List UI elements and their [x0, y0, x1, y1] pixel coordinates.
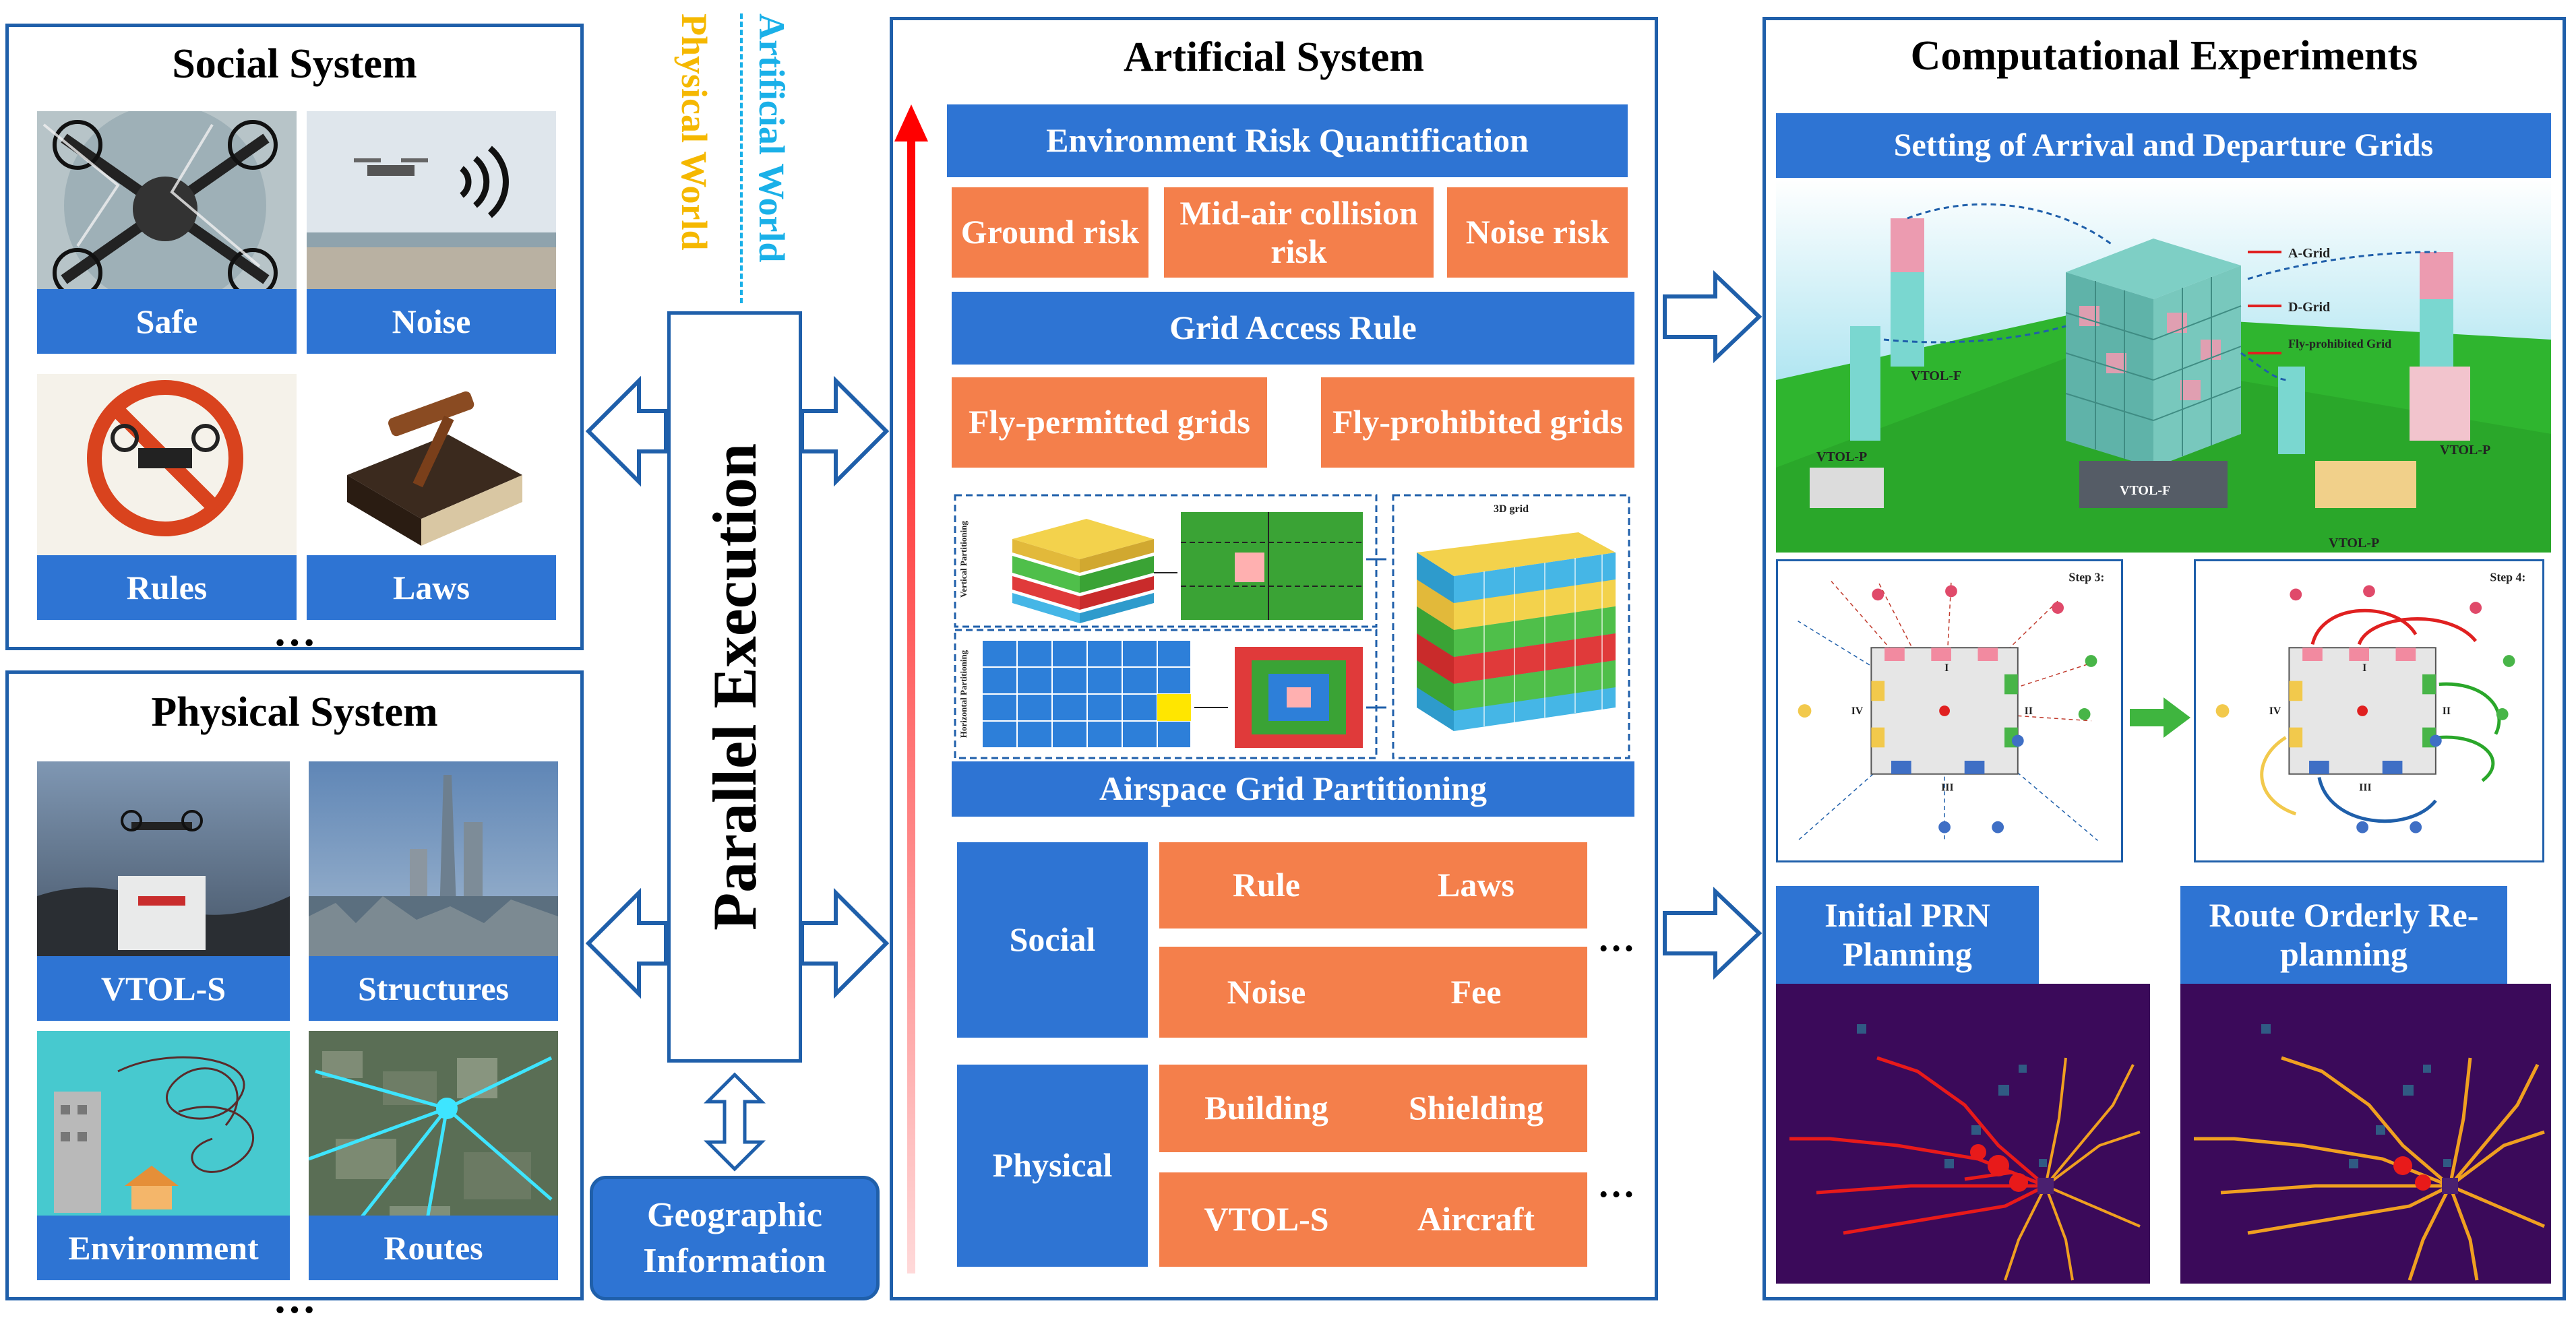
step-3-roman-i: I	[1944, 662, 1949, 674]
physical-ellipsis: …	[273, 1274, 316, 1322]
noise-risk-box: Noise risk	[1447, 187, 1628, 278]
step-4-roman-iii: III	[2359, 782, 2371, 793]
artificial-world-label: Artificial World	[752, 13, 792, 263]
grid-access-rule: Grid Access Rule	[952, 292, 1634, 365]
a-grid-label: A-Grid	[2288, 246, 2330, 261]
vtol-p-label-left: VTOL-P	[1816, 449, 1867, 464]
structures-caption: Structures	[309, 956, 558, 1021]
laws-image: Laws	[307, 374, 556, 620]
geographic-information-box: Geographic Information	[590, 1176, 880, 1300]
rules-caption: Rules	[37, 555, 297, 620]
step-transition-arrow	[2130, 697, 2190, 738]
structures-image: Structures	[309, 761, 558, 1021]
physical-building-box: Building	[1159, 1065, 1374, 1152]
initial-prn-planning-map	[1776, 984, 2150, 1284]
artificial-system-title: Artificial System	[1124, 34, 1424, 80]
ground-risk-box: Ground risk	[952, 187, 1148, 278]
noise-image: Noise	[307, 111, 556, 354]
social-system-title: Social System	[172, 41, 417, 87]
step-3-roman-iv: IV	[1851, 705, 1864, 717]
laws-caption: Laws	[307, 555, 556, 620]
step-4-roman-ii: II	[2443, 705, 2451, 717]
step-4-roman-i: I	[2362, 662, 2366, 674]
vtol-p-label-right: VTOL-P	[2440, 443, 2490, 458]
rules-image: Rules	[37, 374, 297, 620]
d-grid-label: D-Grid	[2288, 300, 2330, 315]
vtol-s-image: VTOL-S	[37, 761, 290, 1021]
fly-prohibited-grids-box: Fly-prohibited grids	[1321, 377, 1634, 468]
vtol-s-caption: VTOL-S	[37, 956, 290, 1021]
airspace-partitioning-figure: Vertical Partitioning Horizontal Partiti…	[952, 492, 1634, 761]
red-progress-arrow	[894, 104, 928, 1273]
social-factors-label: Social	[957, 842, 1148, 1038]
physical-shielding-box: Shielding	[1365, 1065, 1587, 1152]
parallel-execution-box	[667, 311, 802, 1063]
arrival-departure-scene: A-Grid D-Grid Fly-prohibited Grid VTOL-F…	[1776, 178, 2551, 553]
social-fee-box: Fee	[1365, 947, 1587, 1038]
physical-factors-label: Physical	[957, 1065, 1148, 1267]
social-factors-ellipsis: …	[1597, 918, 1635, 959]
safe-image: Safe	[37, 111, 297, 354]
social-ellipsis: …	[273, 607, 316, 655]
vtol-f-label-left: VTOL-F	[1911, 369, 1961, 383]
safe-caption: Safe	[37, 289, 297, 354]
physical-vtol-s-box: VTOL-S	[1159, 1172, 1374, 1267]
vertical-double-arrow	[703, 1072, 766, 1172]
to-experiments-arrow-bottom	[1663, 886, 1762, 980]
step-3-roman-iii: III	[1941, 782, 1953, 793]
physical-factors-ellipsis: …	[1597, 1164, 1635, 1205]
route-replanning-map	[2180, 984, 2551, 1284]
social-noise-box: Noise	[1159, 947, 1374, 1038]
social-double-arrow	[585, 375, 890, 487]
routes-image: Routes	[309, 1031, 558, 1280]
environment-caption: Environment	[37, 1216, 290, 1280]
physical-system-title: Physical System	[151, 689, 438, 735]
step-3-roman-ii: II	[2025, 705, 2033, 717]
mid-air-collision-risk-box: Mid-air collision risk	[1164, 187, 1434, 278]
vtol-f-label-center: VTOL-F	[2120, 483, 2170, 498]
step-4-diagram: Step 4: I II III IV	[2194, 559, 2544, 862]
step-4-label: Step 4:	[2490, 571, 2525, 584]
arrival-departure-grids-header: Setting of Arrival and Departure Grids	[1776, 113, 2551, 178]
vtol-p-label-bottom: VTOL-P	[2329, 536, 2379, 550]
computational-experiments-title: Computational Experiments	[1910, 33, 2418, 79]
fly-prohibited-grid-label: Fly-prohibited Grid	[2288, 337, 2391, 350]
social-laws-box: Laws	[1365, 842, 1587, 928]
physical-aircraft-box: Aircraft	[1365, 1172, 1587, 1267]
airspace-grid-partitioning: Airspace Grid Partitioning	[952, 761, 1634, 817]
environment-risk-quantification: Environment Risk Quantification	[947, 104, 1628, 177]
environment-image: Environment	[37, 1031, 290, 1280]
initial-prn-planning-header: Initial PRN Planning	[1776, 886, 2039, 984]
3d-grid-label: 3D grid	[1494, 503, 1529, 515]
physical-double-arrow	[585, 887, 890, 999]
to-experiments-arrow-top	[1663, 270, 1762, 364]
routes-caption: Routes	[309, 1216, 558, 1280]
step-3-diagram: Step 3: I II III IV	[1776, 559, 2123, 862]
fly-permitted-grids-box: Fly-permitted grids	[952, 377, 1267, 468]
route-orderly-replanning-header: Route Orderly Re-planning	[2180, 886, 2507, 984]
noise-caption: Noise	[307, 289, 556, 354]
vertical-partitioning-label: Vertical Partitioning	[958, 521, 969, 598]
step-4-roman-iv: IV	[2269, 705, 2281, 717]
step-3-label: Step 3:	[2068, 571, 2104, 584]
world-divider	[740, 13, 743, 303]
horizontal-partitioning-label: Horizontal Partitioning	[958, 650, 969, 738]
social-rule-box: Rule	[1159, 842, 1374, 928]
physical-world-label: Physical World	[674, 13, 714, 251]
